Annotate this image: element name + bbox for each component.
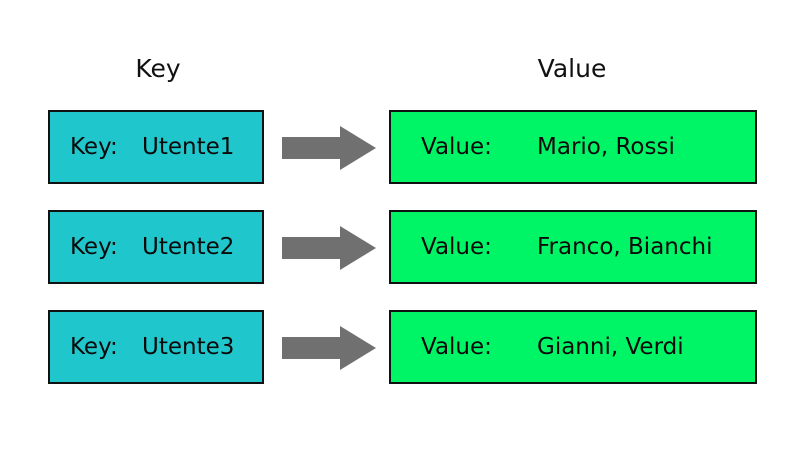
key-text: Utente2 <box>142 234 235 260</box>
value-box-3: Value: Gianni, Verdi <box>389 310 757 384</box>
key-label: Key: <box>70 334 118 360</box>
key-text: Utente3 <box>142 334 235 360</box>
key-box-1: Key: Utente1 <box>48 110 264 184</box>
value-text: Mario, Rossi <box>537 134 675 160</box>
right-arrow-icon <box>282 126 376 170</box>
value-label: Value: <box>421 234 492 260</box>
value-label: Value: <box>421 134 492 160</box>
key-text: Utente1 <box>142 134 235 160</box>
key-box-2: Key: Utente2 <box>48 210 264 284</box>
key-value-row-2: Key: Utente2 Value: Franco, Bianchi <box>0 210 800 284</box>
value-label: Value: <box>421 334 492 360</box>
value-box-2: Value: Franco, Bianchi <box>389 210 757 284</box>
value-text: Gianni, Verdi <box>537 334 684 360</box>
key-value-row-3: Key: Utente3 Value: Gianni, Verdi <box>0 310 800 384</box>
value-column-header: Value <box>537 54 607 83</box>
right-arrow-icon <box>282 226 376 270</box>
value-text: Franco, Bianchi <box>537 234 713 260</box>
key-box-3: Key: Utente3 <box>48 310 264 384</box>
key-column-header: Key <box>135 54 181 83</box>
key-value-row-1: Key: Utente1 Value: Mario, Rossi <box>0 110 800 184</box>
right-arrow-icon <box>282 326 376 370</box>
value-box-1: Value: Mario, Rossi <box>389 110 757 184</box>
key-label: Key: <box>70 134 118 160</box>
key-label: Key: <box>70 234 118 260</box>
